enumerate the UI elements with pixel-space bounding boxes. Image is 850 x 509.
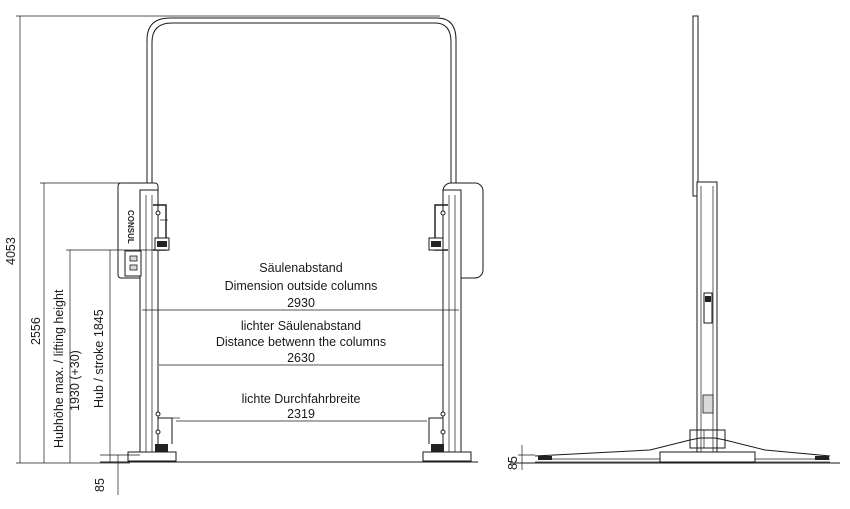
outside-columns-en: Dimension outside columns: [225, 279, 378, 293]
overhead-arch-outer: [146, 17, 457, 190]
between-columns-en: Distance betwenn the columns: [216, 335, 386, 349]
between-columns-value: 2630: [287, 351, 315, 365]
right-column: [422, 182, 484, 463]
right-base-plate: [422, 451, 472, 462]
side-base-arm: [534, 437, 831, 457]
left-base-plate: [127, 451, 177, 462]
stroke-label: Hub / stroke 1845: [92, 309, 106, 408]
right-column-body: [442, 189, 462, 463]
ground-offset-label: 85: [93, 478, 107, 492]
outside-columns-de: Säulenabstand: [259, 261, 342, 275]
horizontal-dimensions: [142, 309, 459, 422]
left-column-body: [139, 189, 159, 463]
between-columns-de: lichter Säulenabstand: [241, 319, 361, 333]
left-column: [117, 182, 180, 463]
drive-through-value: 2319: [287, 407, 315, 421]
side-view: [510, 15, 840, 464]
side-ground-offset-label: 85: [506, 456, 520, 470]
overall-height-label: 4053: [4, 237, 18, 265]
overhead-arch-inner: [151, 22, 452, 190]
vertical-dimensions: [16, 15, 440, 495]
brand-label: CONSUL: [126, 210, 135, 244]
total-lift-height-label: 2556: [29, 317, 43, 345]
lifting-height-value: 1930 (+30): [68, 350, 82, 411]
lifting-height-label: Hubhöhe max. / lifting height: [52, 289, 66, 448]
front-view: CONSUL: [100, 17, 484, 463]
outside-columns-value: 2930: [287, 296, 315, 310]
left-control-panel: [124, 250, 142, 277]
side-overhead-bar: [692, 15, 699, 197]
drive-through-de: lichte Durchfahrbreite: [242, 392, 361, 406]
